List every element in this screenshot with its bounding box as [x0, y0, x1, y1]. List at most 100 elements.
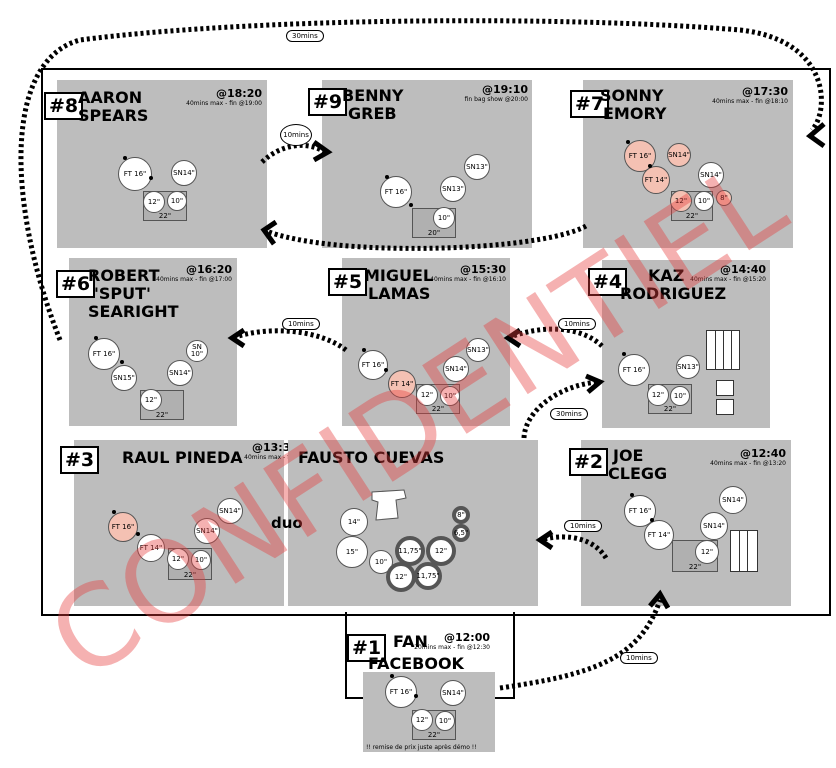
set-7-number: #7: [570, 90, 610, 118]
set-3-tom-12: 12": [167, 548, 189, 570]
set-4-name-line1: KAZ: [648, 266, 685, 285]
arrow-5-to-6: [231, 328, 348, 353]
set-3-number: #3: [60, 446, 100, 474]
set-9-name-line2: GREB: [348, 104, 397, 123]
set-2-time: @12:40: [739, 447, 786, 460]
set-3-snare-a: SN14": [217, 498, 243, 524]
set-6-snare-14: SN14": [167, 360, 193, 386]
set-4-time: @14:40: [719, 263, 766, 276]
transition-label-8-9: 10mins: [280, 124, 312, 146]
arrowhead: [535, 529, 554, 551]
set-4-tom-10: 10": [670, 386, 690, 406]
set-3b-bongo-65: 6,5": [452, 524, 470, 542]
transition-label-2-3: 10mins: [564, 520, 602, 532]
arrow-3-to-4: [521, 379, 599, 439]
set-2-floor-tom-14: FT 14": [644, 520, 674, 550]
set-5-floor-tom-16: FT 16": [358, 350, 388, 380]
set-7-cymbal-stand: [626, 140, 630, 144]
set-9-number: #9: [308, 88, 348, 116]
set-9-note: fin bag show @20:00: [464, 96, 528, 103]
set-6-time: @16:20: [185, 263, 232, 276]
set-1-tom-12: 12": [411, 709, 433, 731]
set-2-number: #2: [569, 448, 609, 476]
arrow-7-to-8-return: [263, 223, 588, 251]
arrowhead: [227, 327, 246, 349]
set-4-cymbal-stand: [622, 352, 626, 356]
set-1-time: @12:00: [443, 631, 490, 644]
main-stage-frame: [41, 68, 831, 616]
set-2-snare-a: SN14": [719, 486, 747, 514]
set-1-name-line2: FACEBOOK: [368, 654, 464, 673]
set-1-floor-tom: FT 16": [385, 676, 417, 708]
set-5-cymbal-stand: [384, 368, 388, 372]
transition-label-6-5: 10mins: [282, 318, 320, 330]
set-3-cymbal-stand: [136, 532, 140, 536]
transition-label-5-4: 10mins: [558, 318, 596, 330]
set-3-note: 40mins max - fin @14:10: [244, 454, 320, 461]
set-4-floor-tom: FT 16": [618, 354, 650, 386]
set-3b-timbale-1175-b: 11,75": [414, 562, 442, 590]
set-2-name-line2: CLEGG: [608, 464, 668, 483]
set-7-snare-b: SN14": [667, 143, 691, 167]
set-2-snare-b: SN14": [700, 512, 728, 540]
set-8-floor-tom: FT 16": [118, 157, 152, 191]
set-6-cymbal-stand: [120, 360, 124, 364]
set-5-name-line2: LAMAS: [368, 284, 431, 303]
set-1-snare: SN14": [440, 680, 466, 706]
set-3b-bongo-8: 8": [452, 506, 470, 524]
transition-label-1-2: 10mins: [620, 652, 658, 664]
set-8-name-line1: AARON: [78, 88, 143, 107]
set-1-cymbal-stand: [414, 694, 418, 698]
set-6-snare-15: SN15": [111, 365, 137, 391]
set-6-floor-tom: FT 16": [88, 338, 120, 370]
arrow-1-to-2: [499, 599, 663, 691]
set-2-name-line1: JOE: [613, 446, 644, 465]
set-9-cymbal-stand: [409, 203, 413, 207]
set-7-name-line2: EMORY: [603, 104, 667, 123]
set-3b-name: FAUSTO CUEVAS: [298, 448, 445, 467]
set-3-time: @13:30: [251, 441, 298, 454]
set-4-name-line2: RODRIGUEZ: [620, 284, 727, 303]
arrowhead: [805, 122, 826, 149]
set-5-snare-14: SN14": [443, 356, 469, 382]
set-7-floor-tom-14: FT 14": [642, 166, 670, 194]
set-3b-timbale-12-a: 12": [426, 536, 456, 566]
set-4-pad-small: [716, 399, 734, 415]
set-9-floor-tom: FT 16": [380, 176, 412, 208]
set-6-name-line2: 'SPUT': [94, 284, 151, 303]
set-2-cymbal-stand: [650, 518, 654, 522]
set-6-note: 40mins max - fin @17:00: [156, 276, 232, 283]
set-5-note: 40mins max - fin @16:10: [430, 276, 506, 283]
set-9-snare-b: SN13": [440, 176, 466, 202]
set-2-floor-tom-16: FT 16": [624, 495, 656, 527]
set-5-cymbal-stand: [362, 348, 366, 352]
arrow-8-to-9: [260, 142, 327, 164]
set-7-snare-a: SN14": [698, 162, 724, 188]
set-3-name: RAUL PINEDA: [122, 448, 243, 467]
set-7-name-line1: SONNY: [600, 86, 664, 105]
set-6-number: #6: [56, 270, 96, 298]
set-4-number: #4: [588, 268, 628, 296]
set-6-tom-12: 12": [140, 389, 162, 411]
set-6-name-line3: SEARIGHT: [88, 302, 179, 321]
set-3b-tom-10: 10": [369, 550, 393, 574]
set-7-tom-12: 12": [670, 190, 692, 212]
set-1-cymbal-stand: [390, 674, 394, 678]
transition-label-30min-top: 30mins: [286, 30, 324, 42]
arrowhead: [648, 589, 671, 610]
set-3-cymbal-stand: [112, 510, 116, 514]
set-9-name-line1: BENNY: [342, 86, 404, 105]
set-7-note: 40mins max - fin @18:10: [712, 98, 788, 105]
set-9-tom-10: 10": [433, 207, 455, 229]
set-1-name-line1: FAN: [393, 632, 428, 651]
arrow-2-to-3: [539, 534, 609, 560]
set-2-cymbal-stand: [630, 493, 634, 497]
set-3-floor-tom-14: FT 14": [137, 534, 165, 562]
set-4-spdsx-pad: [706, 330, 740, 370]
set-9-cymbal-stand: [385, 175, 389, 179]
set-8-note: 40mins max - fin @19:00: [186, 100, 262, 107]
percussion-table-icon: [371, 489, 407, 521]
set-7-cymbal-stand: [648, 164, 652, 168]
set-4-snare: SN13": [676, 355, 700, 379]
